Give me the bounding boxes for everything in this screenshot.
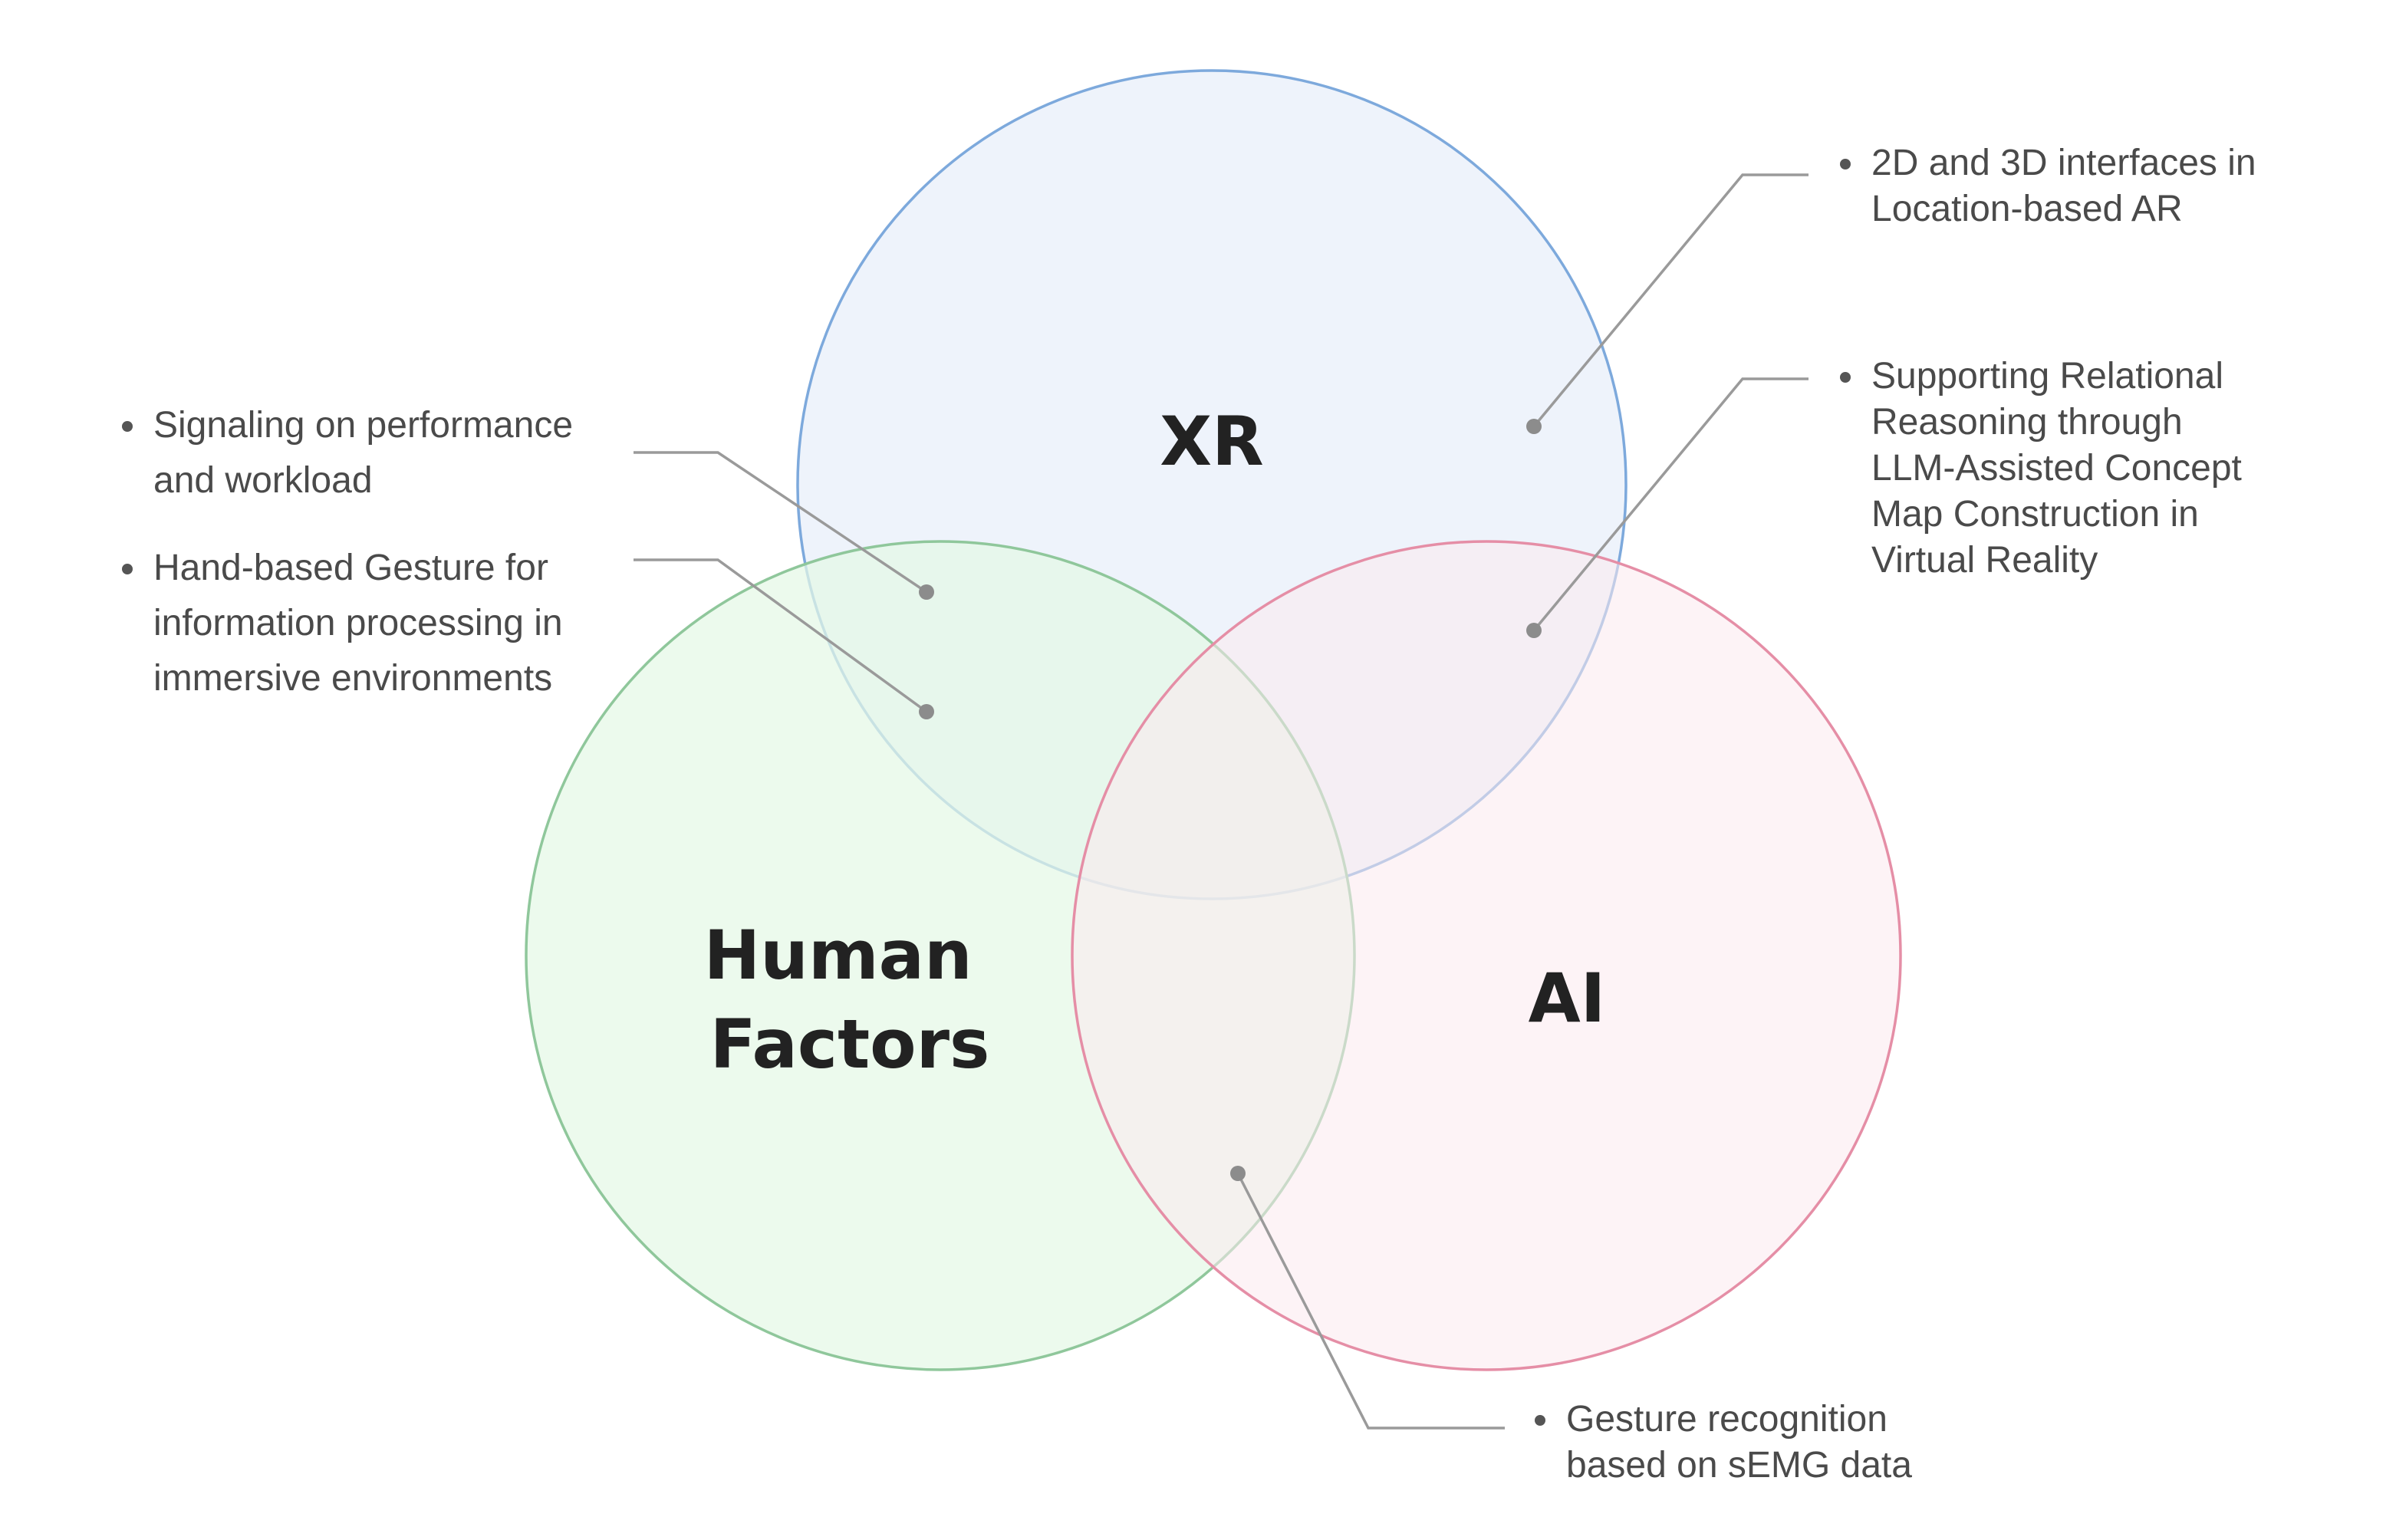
bullet-dot — [1840, 372, 1851, 383]
bullet-dot — [122, 421, 133, 432]
annotation-line: Map Construction in — [1871, 494, 2199, 535]
annotation-line: LLM-Assisted Concept — [1871, 448, 2242, 489]
leader-line-hf-xr-1 — [634, 451, 927, 594]
annotation-line: 2D and 3D interfaces in — [1871, 143, 2256, 183]
annotation-line: Virtual Reality — [1871, 540, 2098, 581]
anchor-dot — [919, 704, 934, 719]
annotation-hf-ai: Gesture recognition based on sEMG data — [1535, 1399, 1912, 1486]
annotation-text: Supporting Relational Reasoning through … — [1871, 356, 2252, 581]
ai-circle — [1071, 540, 1902, 1371]
annotation-line: immersive environments — [153, 658, 552, 699]
anchor-dot — [1526, 419, 1542, 434]
annotation-xr-ai: Supporting Relational Reasoning through … — [1840, 356, 2252, 581]
annotation-line: Reasoning through — [1871, 402, 2183, 443]
ai-label-line: AI — [1529, 959, 1606, 1038]
annotation-hf-xr-2: Hand-based Gesture for information proce… — [122, 548, 573, 699]
set-labels: XR Human Factors AI — [704, 402, 1606, 1084]
leader-lines — [634, 173, 1809, 1430]
annotation-line: Gesture recognition — [1566, 1399, 1888, 1440]
annotation-line: Location-based AR — [1871, 189, 2183, 229]
anchor-dot — [1526, 623, 1542, 638]
annotation-text: Gesture recognition based on sEMG data — [1566, 1399, 1912, 1486]
leader-line-hf-ai — [1236, 1173, 1505, 1430]
xr-label: XR — [1160, 402, 1264, 481]
bullet-dot — [1535, 1415, 1545, 1426]
leader-line-xr-ai — [1532, 377, 1809, 632]
ai-label: AI — [1529, 959, 1606, 1038]
human-factors-label-line: Factors — [710, 1005, 990, 1084]
anchor-dot — [1230, 1166, 1246, 1181]
annotation-line: and workload — [153, 460, 373, 501]
annotation-line: Signaling on performance — [153, 405, 573, 446]
annotation-line: Hand-based Gesture for — [153, 548, 548, 588]
xr-label-line: XR — [1160, 402, 1264, 481]
annotation-line: Supporting Relational — [1871, 356, 2223, 397]
leader-line-hf-xr-2 — [634, 558, 928, 713]
venn-circles — [525, 69, 1902, 1371]
human-factors-label: Human Factors — [704, 916, 996, 1084]
bullet-dot — [122, 564, 133, 574]
annotation-line: based on sEMG data — [1566, 1445, 1912, 1486]
anchor-dots — [919, 419, 1542, 1181]
leader-line-xr-only — [1532, 173, 1809, 428]
annotation-text: Hand-based Gesture for information proce… — [153, 548, 573, 699]
anchor-dot — [919, 584, 934, 600]
bullet-dot — [1840, 159, 1851, 169]
annotation-text: Signaling on performance and workload — [153, 405, 583, 501]
annotation-hf-xr-1: Signaling on performance and workload — [122, 405, 583, 501]
annotation-xr-only: 2D and 3D interfaces in Location-based A… — [1840, 143, 2266, 229]
annotation-line: information processing in — [153, 603, 563, 643]
annotation-text: 2D and 3D interfaces in Location-based A… — [1871, 143, 2266, 229]
human-factors-label-line: Human — [704, 916, 973, 995]
